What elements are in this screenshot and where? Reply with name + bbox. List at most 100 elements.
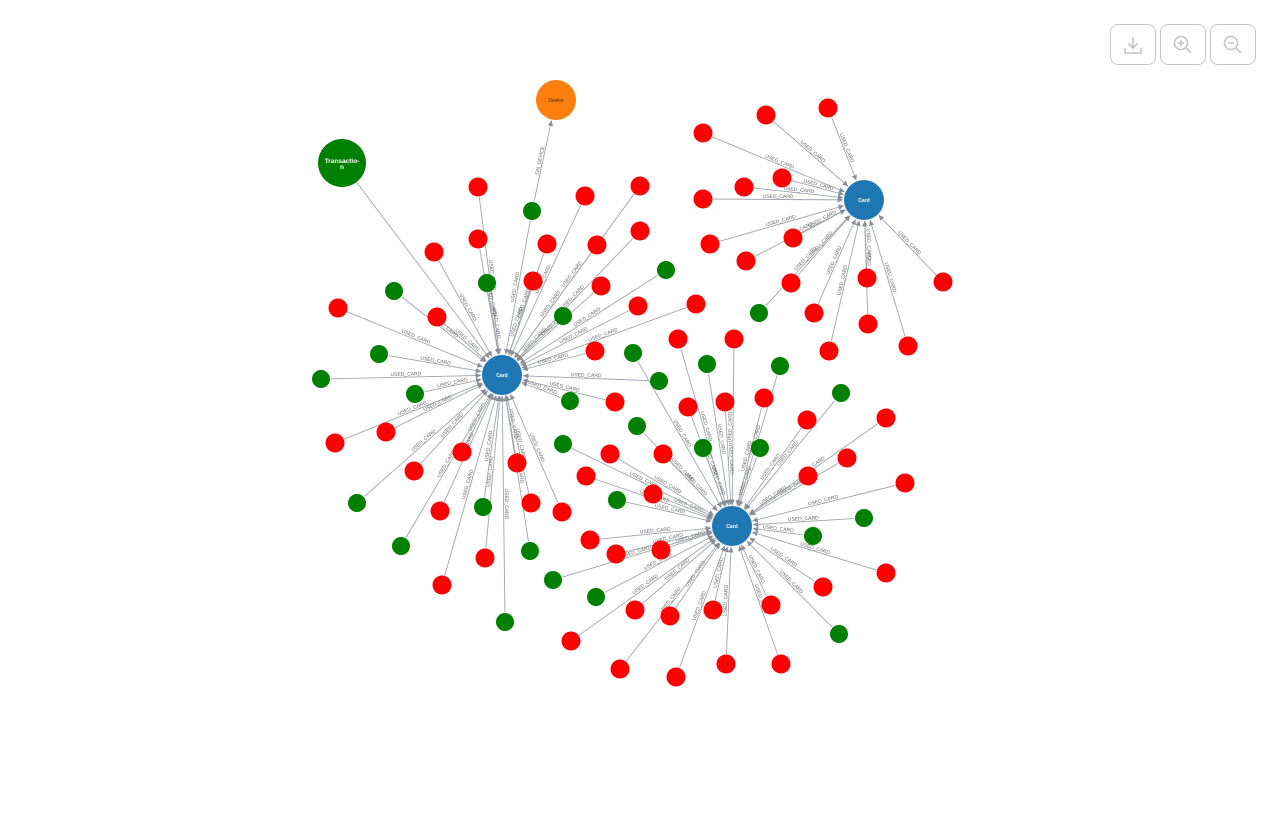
red-node[interactable] <box>761 595 781 615</box>
used-card-edge[interactable] <box>743 427 802 510</box>
used-card-edge[interactable] <box>740 544 767 597</box>
used-card-edge[interactable] <box>746 540 833 628</box>
red-node[interactable] <box>653 444 673 464</box>
green-node[interactable] <box>312 370 330 388</box>
used-card-edge[interactable] <box>420 390 489 464</box>
used-card-edge[interactable] <box>801 209 846 234</box>
green-node[interactable] <box>771 357 789 375</box>
used-card-edge[interactable] <box>388 355 482 374</box>
used-card-edge[interactable] <box>729 348 735 506</box>
red-node[interactable] <box>798 466 818 486</box>
used-card-edge[interactable] <box>618 458 715 516</box>
used-card-edge[interactable] <box>679 545 726 668</box>
red-node[interactable] <box>561 631 581 651</box>
used-card-edge[interactable] <box>521 307 687 369</box>
used-card-edge[interactable] <box>507 290 531 356</box>
green-node[interactable] <box>561 392 579 410</box>
red-node[interactable] <box>933 272 953 292</box>
used-card-edge[interactable] <box>438 260 493 357</box>
red-node[interactable] <box>606 544 626 564</box>
used-card-edge[interactable] <box>817 219 856 305</box>
red-node[interactable] <box>587 235 607 255</box>
used-card-edge[interactable] <box>394 383 484 428</box>
red-node[interactable] <box>404 461 424 481</box>
used-card-edge[interactable] <box>797 215 851 276</box>
green-node[interactable] <box>751 439 769 457</box>
red-node[interactable] <box>580 530 600 550</box>
red-node[interactable] <box>521 493 541 513</box>
used-card-edge[interactable] <box>749 462 839 516</box>
red-node[interactable] <box>678 397 698 417</box>
used-card-edge[interactable] <box>773 121 849 187</box>
red-node[interactable] <box>858 314 878 334</box>
used-card-edge[interactable] <box>714 546 729 601</box>
red-node[interactable] <box>700 234 720 254</box>
used-card-edge[interactable] <box>738 457 758 507</box>
used-card-edge[interactable] <box>725 546 734 655</box>
used-card-edge[interactable] <box>444 323 487 362</box>
used-card-edge[interactable] <box>444 395 498 576</box>
red-node[interactable] <box>585 341 605 361</box>
used-card-edge[interactable] <box>670 531 713 548</box>
used-card-edge[interactable] <box>516 237 634 361</box>
used-card-edge[interactable] <box>520 310 630 366</box>
green-node[interactable] <box>804 527 822 545</box>
red-node[interactable] <box>643 484 663 504</box>
red-node[interactable] <box>424 242 444 262</box>
red-node[interactable] <box>552 502 572 522</box>
green-node[interactable] <box>348 494 366 512</box>
used-card-edge[interactable] <box>522 353 586 372</box>
green-node[interactable] <box>392 537 410 555</box>
used-card-edge[interactable] <box>869 219 906 337</box>
red-node[interactable] <box>857 268 877 288</box>
red-node[interactable] <box>693 189 713 209</box>
used-card-edge[interactable] <box>642 539 717 604</box>
used-card-edge[interactable] <box>749 481 800 515</box>
used-card-edge[interactable] <box>830 220 861 342</box>
red-node[interactable] <box>576 466 596 486</box>
used-card-edge[interactable] <box>878 214 937 276</box>
red-node[interactable] <box>837 448 857 468</box>
red-node[interactable] <box>783 228 803 248</box>
green-node[interactable] <box>694 439 712 457</box>
red-node[interactable] <box>452 442 472 462</box>
used-card-edge[interactable] <box>719 204 844 242</box>
red-node[interactable] <box>804 303 824 323</box>
green-node[interactable] <box>554 307 572 325</box>
red-node[interactable] <box>686 294 706 314</box>
used-card-edge[interactable] <box>504 220 531 355</box>
used-card-edge[interactable] <box>522 373 650 382</box>
red-node[interactable] <box>376 422 396 442</box>
red-node[interactable] <box>628 296 648 316</box>
green-node[interactable] <box>830 625 848 643</box>
used-card-edge[interactable] <box>675 543 721 609</box>
red-node[interactable] <box>772 168 792 188</box>
used-card-edge[interactable] <box>521 381 561 398</box>
download-button[interactable] <box>1110 24 1156 65</box>
red-node[interactable] <box>771 654 791 674</box>
red-node[interactable] <box>325 433 345 453</box>
transaction-node[interactable] <box>318 139 366 187</box>
red-node[interactable] <box>630 176 650 196</box>
red-node[interactable] <box>716 654 736 674</box>
used-card-edge[interactable] <box>625 529 712 553</box>
used-card-edge[interactable] <box>625 542 720 662</box>
red-node[interactable] <box>660 606 680 626</box>
red-node[interactable] <box>797 410 817 430</box>
used-card-edge[interactable] <box>488 292 501 355</box>
zoom-in-button[interactable] <box>1160 24 1206 65</box>
used-card-edge[interactable] <box>330 372 482 380</box>
used-card-edge[interactable] <box>643 432 718 512</box>
used-card-edge[interactable] <box>712 197 844 203</box>
used-card-edge[interactable] <box>466 393 493 444</box>
red-node[interactable] <box>813 577 833 597</box>
green-node[interactable] <box>650 372 668 390</box>
card-node[interactable] <box>712 506 752 546</box>
used-card-edge[interactable] <box>752 484 896 523</box>
card-node[interactable] <box>844 180 884 220</box>
used-card-edge[interactable] <box>662 497 713 519</box>
used-card-edge[interactable] <box>744 400 836 511</box>
used-card-edge[interactable] <box>519 275 658 365</box>
used-card-edge[interactable] <box>483 395 501 498</box>
used-card-edge[interactable] <box>831 117 857 181</box>
